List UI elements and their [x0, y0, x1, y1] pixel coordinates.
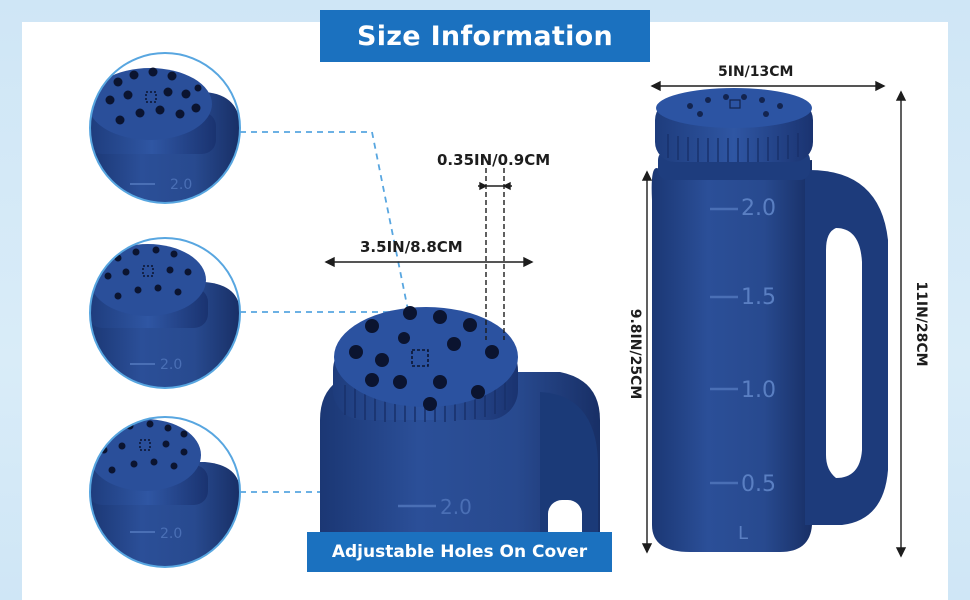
cover-caption: Adjustable Holes On Cover — [307, 532, 612, 572]
thumbnail-holes-medium: 2.0 — [89, 237, 241, 389]
graduation-1-0: 1.0 — [741, 378, 776, 403]
body-height-label: 9.8IN/25CM — [627, 308, 643, 400]
top-width-label: 5IN/13CM — [718, 64, 794, 80]
thumb-graduation-label: 2.0 — [160, 357, 182, 373]
graduation-liter: L — [738, 523, 749, 544]
page-title: Size Information — [320, 10, 650, 62]
graduation-1-5: 1.5 — [741, 285, 776, 310]
thumbnail-holes-large: 2.0 — [89, 52, 241, 204]
thumbnail-holes-small: 2.0 — [89, 416, 241, 568]
cover-diameter-label: 3.5IN/8.8CM — [360, 238, 463, 256]
cover-closeup: 2.0 — [320, 306, 600, 572]
thumb-graduation-label: 2.0 — [170, 177, 192, 193]
hole-width-label: 0.35IN/0.9CM — [437, 151, 551, 169]
cover-dimension-lines — [324, 168, 534, 340]
closeup-graduation-label: 2.0 — [440, 495, 472, 519]
full-bottle — [651, 88, 888, 552]
total-height-label: 11IN/28CM — [913, 281, 929, 367]
graduation-0-5: 0.5 — [741, 472, 776, 497]
thumb-graduation-label: 2.0 — [160, 526, 182, 542]
graduation-2-0: 2.0 — [741, 196, 776, 221]
bottle-dimension-lines — [641, 80, 907, 558]
